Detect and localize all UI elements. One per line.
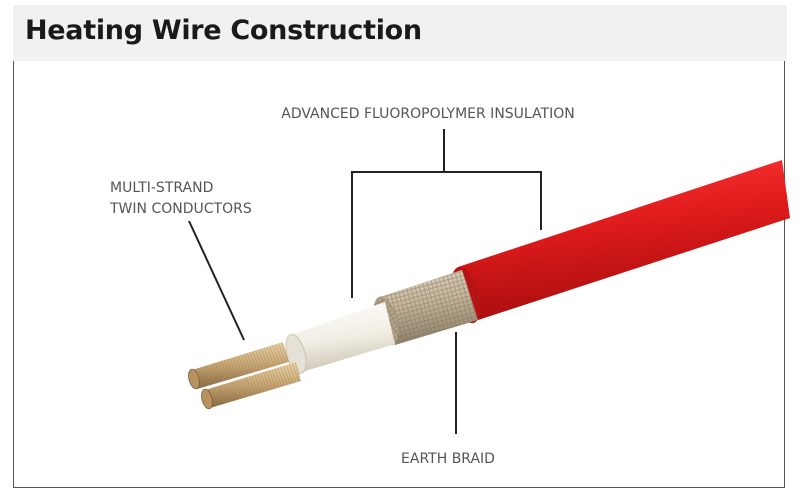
insulation-label: ADVANCED FLUOROPOLYMER INSULATION: [281, 106, 574, 122]
diagram-frame: [13, 61, 785, 488]
insulation-layer: [290, 302, 395, 372]
outer-jacket: [458, 160, 790, 322]
page-title: Heating Wire Construction: [25, 15, 422, 46]
title-bar: Heating Wire Construction: [13, 5, 787, 61]
conductors-label-line2: TWIN CONDUCTORS: [109, 201, 252, 217]
conductors-label-line1: MULTI-STRAND: [110, 180, 213, 196]
earth-braid-label: EARTH BRAID: [401, 451, 495, 467]
cable-illustration: [188, 160, 790, 410]
conductors-pointer: [188, 220, 245, 341]
leader-lines: [188, 129, 542, 434]
insulation-bracket: [351, 171, 542, 298]
